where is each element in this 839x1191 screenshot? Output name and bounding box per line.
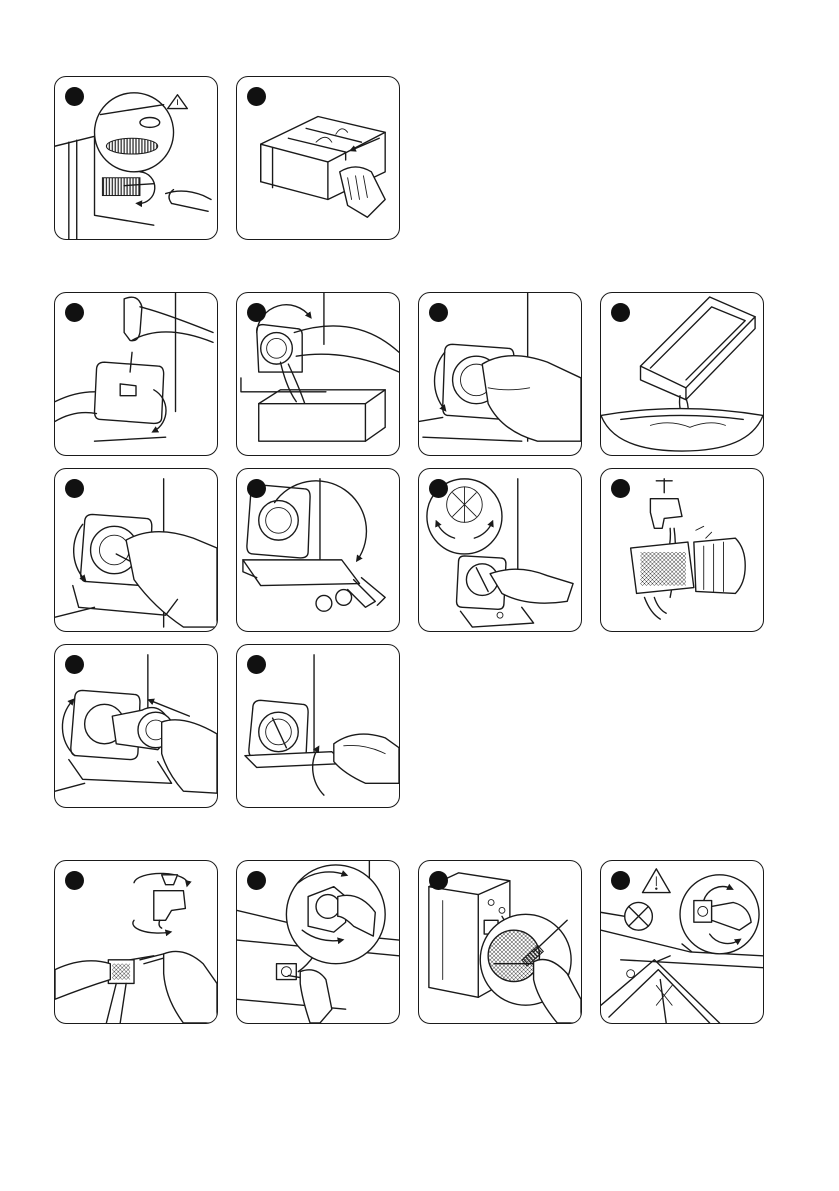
- step-number-marker: [611, 871, 630, 890]
- step-number-marker: [65, 479, 84, 498]
- step-panel-7: [54, 468, 218, 632]
- step-panel-4: [236, 292, 400, 456]
- step-panel-3: [54, 292, 218, 456]
- step-panel-9: [418, 468, 582, 632]
- step-panel-15: [418, 860, 582, 1024]
- step-number-marker: [429, 479, 448, 498]
- step-panel-14: [236, 860, 400, 1024]
- step-number-marker: [247, 871, 266, 890]
- step-number-marker: [247, 655, 266, 674]
- step-panel-16: [600, 860, 764, 1024]
- step-number-marker: [429, 871, 448, 890]
- step-number-marker: [247, 303, 266, 322]
- step-panel-11: [54, 644, 218, 808]
- step-panel-13: [54, 860, 218, 1024]
- step-number-marker: [65, 655, 84, 674]
- step-number-marker: [65, 303, 84, 322]
- step-panel-5: [418, 292, 582, 456]
- step-number-marker: [65, 87, 84, 106]
- step-panel-10: [600, 468, 764, 632]
- step-number-marker: [247, 87, 266, 106]
- step-number-marker: [65, 871, 84, 890]
- step-panel-12: [236, 644, 400, 808]
- step-panel-8: [236, 468, 400, 632]
- step-number-marker: [611, 479, 630, 498]
- step-number-marker: [247, 479, 266, 498]
- step-panel-2: [236, 76, 400, 240]
- step-panel-6: [600, 292, 764, 456]
- step-number-marker: [611, 303, 630, 322]
- step-panel-1: [54, 76, 218, 240]
- step-number-marker: [429, 303, 448, 322]
